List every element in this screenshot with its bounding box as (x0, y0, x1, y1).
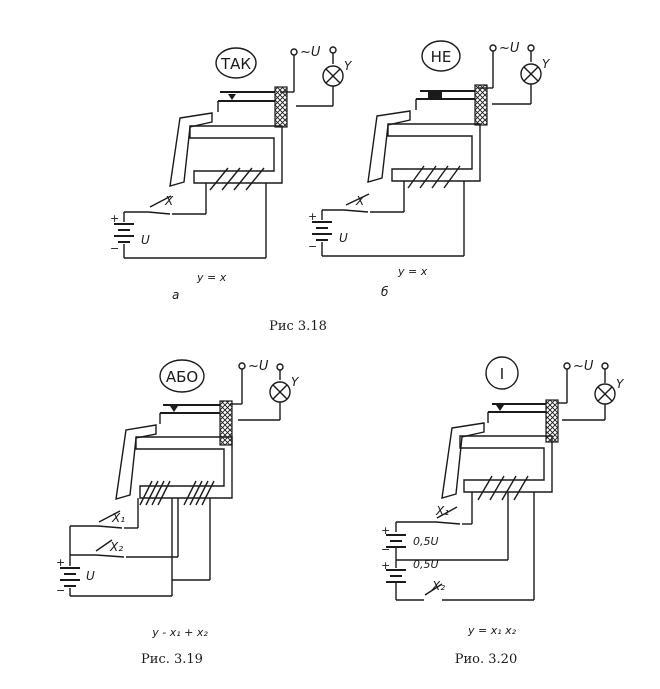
input-label-x: X (164, 194, 174, 208)
input-label-x2: X₂ (109, 540, 123, 554)
lamp-icon (594, 383, 616, 405)
relay-coil-x2 (183, 480, 215, 506)
relay-contacts (487, 403, 546, 423)
sub-label: б (381, 285, 389, 299)
gate-label-ellipse (159, 359, 205, 393)
battery-label-1: 0,5U (413, 535, 439, 548)
armature (441, 422, 485, 499)
switch-x (343, 193, 370, 213)
battery-plus-1: + (381, 524, 390, 537)
switch-x1 (435, 506, 461, 525)
insulator-block (219, 400, 233, 446)
relay-core (387, 123, 481, 182)
equation: y = x₁ x₂ (467, 624, 517, 637)
lamp-terminal (329, 46, 337, 54)
gate-label: I (500, 365, 504, 383)
caption-fig-3-20: Рио. 3.20 (455, 652, 517, 667)
supply-label: ~U (573, 359, 594, 374)
input-label-x2: X₂ (431, 579, 445, 593)
battery-icon (60, 567, 80, 587)
battery-label-2: 0,5U (413, 558, 439, 571)
relay-coil (209, 167, 265, 191)
supply-label: ~U (499, 41, 520, 56)
battery-plus: + (308, 210, 317, 223)
figure-3-19: АБО ~U Y (56, 359, 300, 639)
equation: y - x₁ + x₂ (151, 626, 208, 639)
switch-x (147, 195, 172, 215)
caption-fig-3-18: Рис 3.18 (269, 319, 327, 334)
equation: y = x (397, 265, 428, 278)
lamp-label: Y (542, 57, 551, 71)
supply-terminal (563, 362, 571, 370)
lamp-label: Y (616, 377, 625, 391)
relay-coil (477, 475, 529, 501)
input-label-x1: X₁ (435, 504, 449, 518)
gate-label-ellipse (421, 40, 461, 72)
sub-label: а (172, 288, 179, 302)
battery-label: U (339, 231, 348, 245)
lamp-icon (269, 381, 291, 403)
supply-label: ~U (300, 45, 321, 60)
supply-terminal (489, 44, 497, 52)
armature (115, 424, 157, 500)
relay-contacts (159, 404, 220, 424)
relay-core (189, 125, 283, 184)
armature (367, 110, 411, 183)
figure-3-18b: НЕ ~U Y (308, 40, 551, 299)
caption-fig-3-19: Рис. 3.19 (141, 652, 203, 667)
equation: y = x (196, 271, 227, 284)
battery-icon (312, 221, 332, 241)
relay-contacts (217, 91, 275, 112)
lamp-label: Y (344, 59, 353, 73)
battery-label: U (141, 233, 150, 247)
input-label-x: X (355, 194, 365, 208)
relay-coil-x1 (139, 480, 171, 506)
battery-minus: − (308, 240, 317, 253)
battery-label: U (86, 569, 95, 583)
battery-plus: + (56, 556, 65, 569)
battery-plus: + (110, 212, 119, 225)
figure-3-18a: ТАК ~U Y (110, 45, 353, 302)
input-label-x1: X₁ (111, 511, 125, 525)
battery-minus-1: − (381, 543, 390, 556)
lamp-icon (520, 63, 542, 85)
insulator-block (474, 84, 488, 126)
supply-terminal (238, 362, 246, 370)
relay-core (459, 435, 553, 493)
gate-label: НЕ (431, 48, 452, 66)
switch-x2 (396, 583, 534, 601)
lamp-icon (322, 65, 344, 87)
switch-x2 (95, 539, 125, 558)
supply-label: ~U (248, 359, 269, 374)
battery-minus: − (110, 242, 119, 255)
gate-label-ellipse (215, 47, 257, 79)
lamp-label: Y (291, 375, 300, 389)
relay-core (135, 436, 233, 499)
gate-label: АБО (166, 368, 198, 386)
battery-plus-2: + (381, 559, 390, 572)
figure-3-20: I ~U Y (381, 356, 625, 637)
relay-contacts (415, 90, 475, 110)
lamp-terminal (276, 363, 284, 371)
insulator-block (274, 86, 288, 128)
gate-label: ТАК (220, 55, 251, 73)
supply-terminal (290, 48, 298, 56)
armature (169, 112, 213, 187)
lamp-terminal (527, 44, 535, 52)
switch-x1 (97, 510, 123, 529)
relay-coil (407, 165, 461, 189)
gate-label-ellipse (485, 356, 519, 390)
lamp-terminal (601, 362, 609, 370)
battery-minus: − (56, 584, 65, 597)
battery-icon (114, 223, 134, 243)
